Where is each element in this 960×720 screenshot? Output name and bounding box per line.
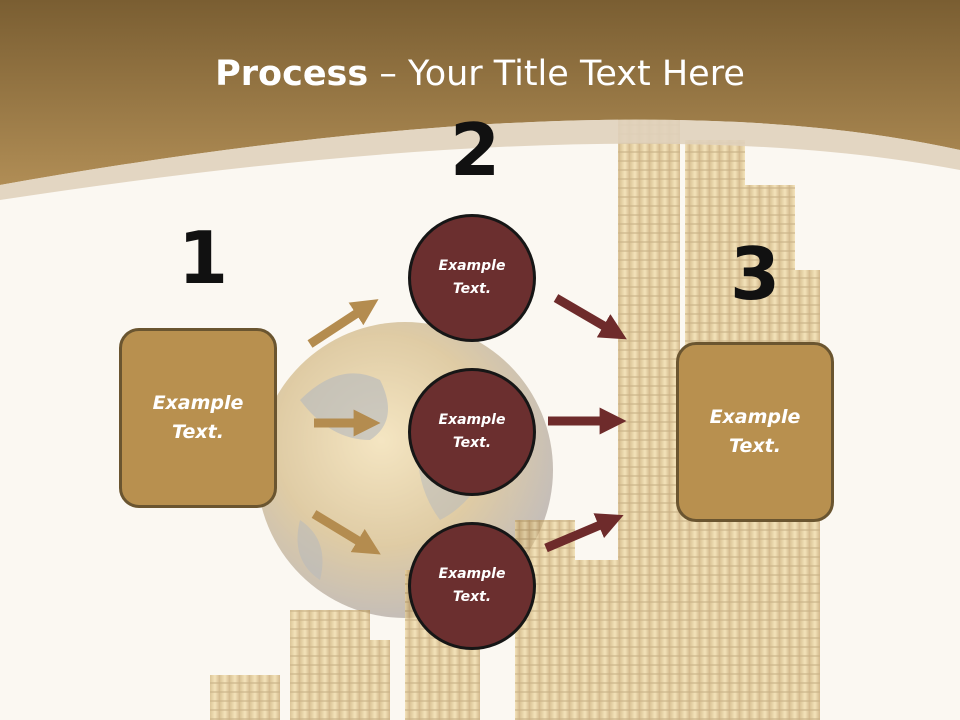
step-number-1: 1 [178,216,229,300]
step-1-text: Example Text. [152,392,244,443]
step-1-box: Example Text. [119,328,277,508]
arrow-left-to-bottom [311,510,381,555]
title-bold: Process [215,54,369,94]
step-3-box: Example Text. [676,342,834,522]
circle-bottom-text: Example Text. [438,566,506,605]
step-2-circle-top: Example Text. [408,214,536,342]
slide-title: Process – Your Title Text Here [0,52,960,96]
header-band [0,0,960,185]
arrow-bottom-to-right [544,513,624,553]
arrow-left-to-top [307,299,379,348]
step-number-3: 3 [730,232,781,316]
step-2-circle-middle: Example Text. [408,368,536,496]
step-2-circle-bottom: Example Text. [408,522,536,650]
step-number-2: 2 [450,108,501,192]
circle-middle-text: Example Text. [438,412,506,451]
arrow-top-to-right [553,294,627,340]
title-rest: – Your Title Text Here [368,54,745,94]
step-3-text: Example Text. [709,406,801,457]
circle-top-text: Example Text. [438,258,506,297]
header-swoosh [0,119,960,200]
